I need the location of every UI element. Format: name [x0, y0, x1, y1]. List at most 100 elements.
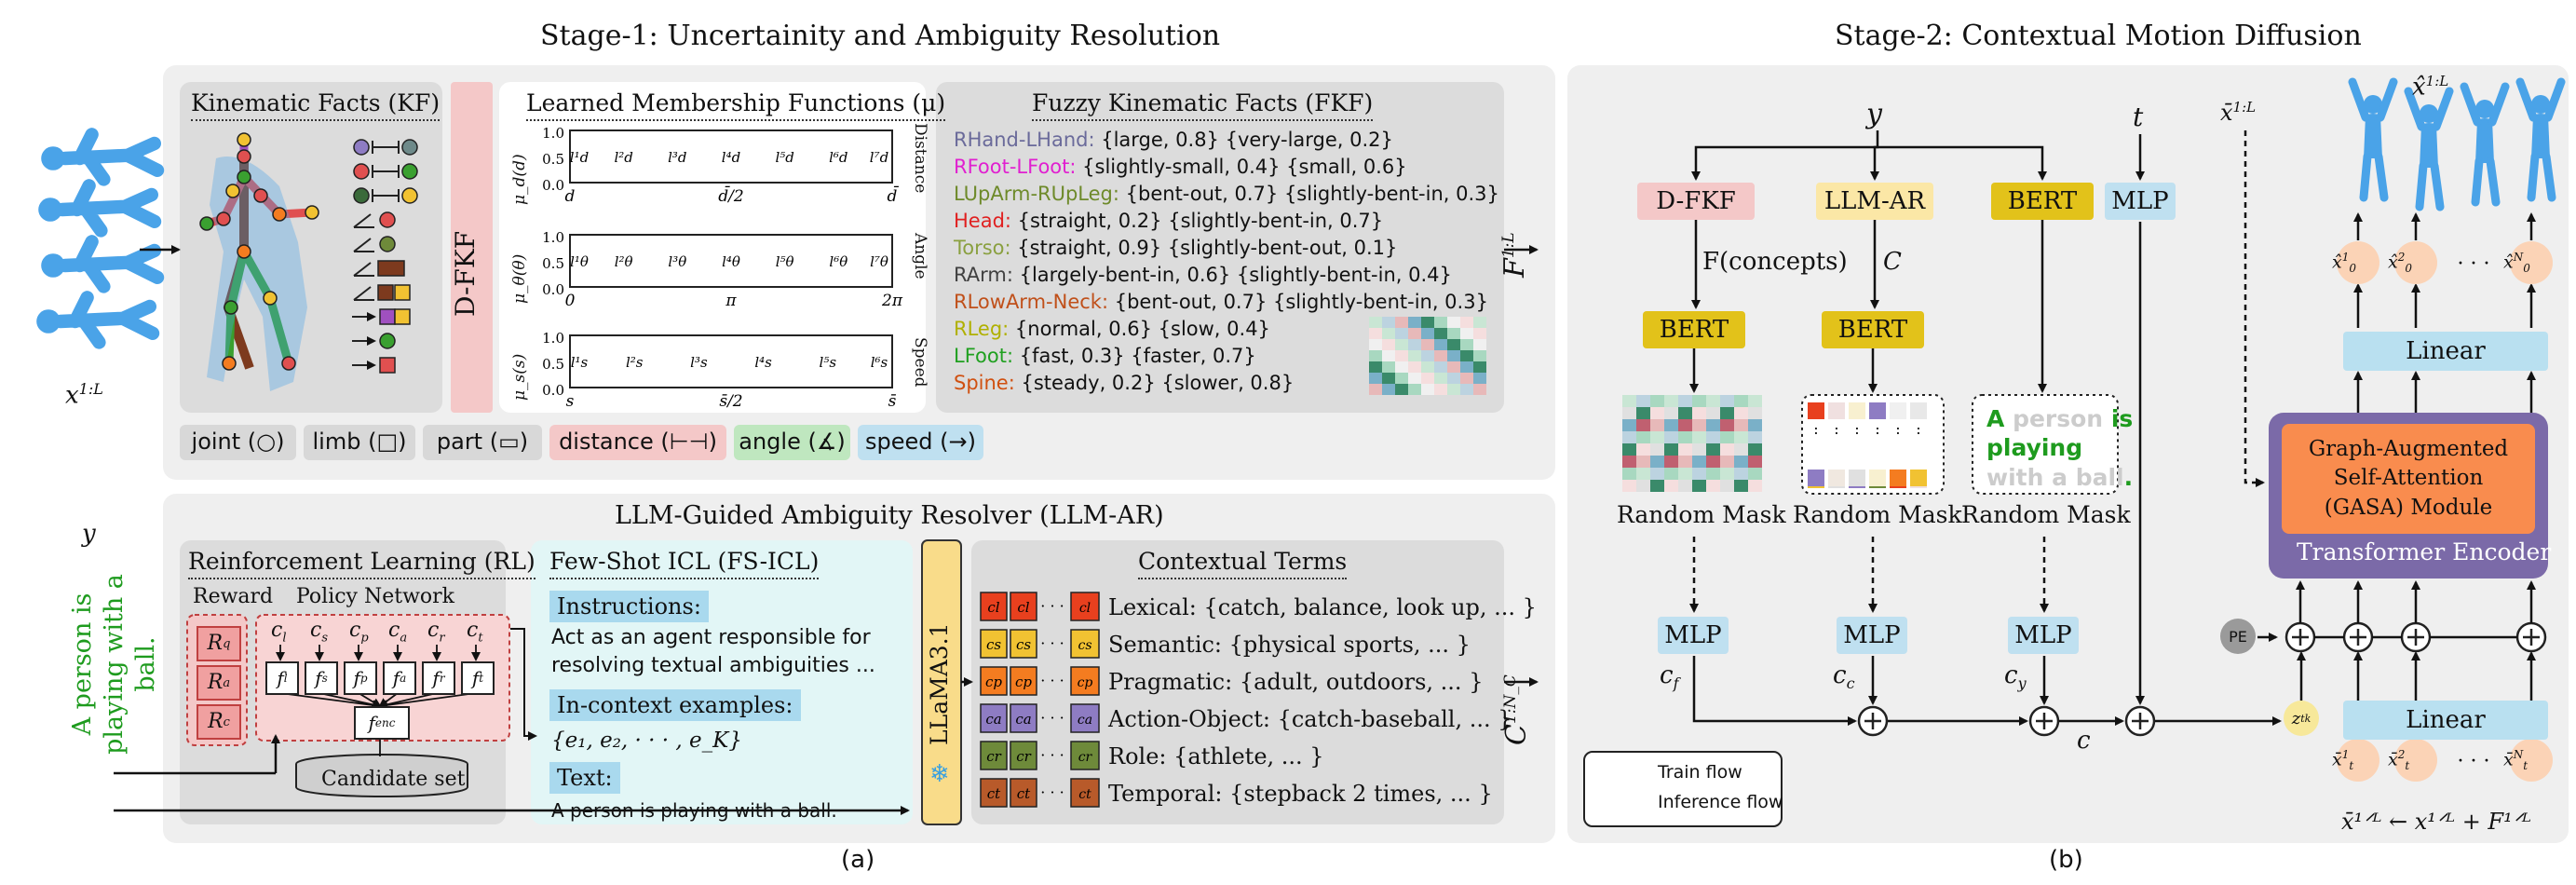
fkf-row-values: {bent-out, 0.7} {slightly-bent-in, 0.3}: [1108, 291, 1488, 313]
policy-to-enc-arrow: [358, 692, 382, 708]
s2-mask-heatmap-cell: [1650, 407, 1664, 419]
s2-mask-heatmap-cell: [1636, 407, 1650, 419]
kf-limb-icon: [394, 284, 411, 301]
s2-mask-heatmap-cell: [1692, 468, 1706, 480]
angle-side: Angle: [911, 233, 929, 279]
fkf-row-part: LFoot:: [954, 345, 1014, 367]
figure-part: [58, 235, 165, 293]
s2-mask-heatmap-cell: [1706, 395, 1720, 407]
fkf-title: Fuzzy Kinematic Facts (FKF): [1032, 89, 1374, 121]
s2-mask-cell: [1869, 402, 1886, 419]
legend-part-bg: [423, 425, 542, 460]
fkf-heatmap-cell: [1460, 328, 1473, 339]
skeleton-joint-5: [216, 211, 231, 226]
s2-mask-heatmap-cell: [1636, 468, 1650, 480]
fkf-heatmap-cell: [1421, 339, 1434, 350]
context-term-box-label: ca: [985, 711, 1001, 728]
context-term-box-label: cr: [1078, 750, 1093, 765]
figure-part: [2404, 87, 2454, 211]
fkf-heatmap-cell: [1369, 339, 1382, 350]
membership-label: l¹s: [571, 354, 589, 371]
s2-mask-heatmap-cell: [1748, 395, 1762, 407]
context-term-row: Lexical: {catch, balance, look up, ... }: [1108, 594, 1537, 620]
s2-mask-heatmap-cell: [1650, 419, 1664, 431]
context-term-box: [1010, 592, 1037, 621]
fkf-heatmap-cell: [1382, 339, 1395, 350]
figure-part: [2531, 114, 2550, 158]
fkf-heatmap-cell: [1395, 328, 1408, 339]
context-term-box-label: cr: [1016, 748, 1031, 765]
legend-joint: joint (○): [191, 429, 285, 455]
context-term-row: Role: {athlete, ... }: [1108, 743, 1324, 769]
figure-part: [2420, 104, 2438, 123]
fkf-heatmap-cell: [1434, 384, 1447, 395]
figure-part: [2348, 77, 2398, 202]
skeleton-joint-13: [253, 188, 268, 203]
figure-part: [58, 128, 165, 186]
s2-mask-heatmap-cell: [1636, 419, 1650, 431]
membership-label: l⁴θ: [722, 253, 740, 270]
s2-mask-heatmap-cell: [1678, 456, 1692, 468]
fkf-row: Head: {straight, 0.2} {slightly-bent-in,…: [954, 210, 1383, 232]
s2-mask-heatmap-cell: [1678, 431, 1692, 443]
legend-speed: speed (→): [865, 429, 976, 455]
fkf-heatmap-cell: [1460, 317, 1473, 328]
skeleton-joint-4: [305, 205, 319, 220]
s2-mask-heatmap-cell: [1706, 480, 1720, 492]
policy-to-enc-arrow: [319, 692, 382, 710]
examples-text: {e₁, e₂, · · · , e_K}: [551, 728, 742, 753]
s2-mask-heatmap-cell: [1706, 443, 1720, 456]
s2-random-mask-2: Random Mask: [1793, 501, 1962, 528]
fkf-row-part: LUpArm-RUpLeg:: [954, 183, 1119, 205]
context-term-box: [980, 666, 1008, 696]
s2-random-mask-1: Random Mask: [1617, 501, 1786, 528]
s2-mask-heatmap-cell: [1622, 431, 1636, 443]
s2-mask-cell: [1808, 402, 1824, 419]
skeleton-joint-6: [199, 216, 214, 231]
s2-mask-heatmap-cell: [1664, 443, 1678, 456]
fkf-heatmap-cell: [1382, 328, 1395, 339]
context-term-box-label: ca: [1015, 711, 1031, 728]
membership-xtick: d̄/2: [718, 184, 743, 206]
fkf-heatmap-cell: [1421, 384, 1434, 395]
xt-token-label: x̄1t: [2332, 748, 2354, 773]
fkf-heatmap-cell: [1421, 361, 1434, 373]
context-term-box: [1070, 629, 1100, 659]
s2-bert-mid-box: BERT: [1822, 311, 1924, 348]
context-term-box: [1070, 778, 1100, 808]
xt-token: [2337, 739, 2379, 782]
examples-tag: In-context examples:: [549, 689, 801, 721]
xbar-to-gasa-arrow: [2244, 130, 2265, 487]
skeleton-joint-11: [222, 356, 237, 371]
s2-llmar-box: LLM-AR: [1816, 183, 1933, 220]
membership-label: l¹d: [570, 149, 589, 166]
plus-icon: [1864, 713, 1881, 729]
s2-mask-heatmap-cell: [1706, 456, 1720, 468]
s2-t: t: [2133, 102, 2144, 132]
context-term-dots: · · ·: [1040, 597, 1064, 615]
plus-icon: [2350, 629, 2366, 646]
membership-label: l²d: [614, 149, 632, 166]
membership-label: l⁷d: [870, 149, 888, 166]
policy-c-label: cl: [271, 619, 287, 646]
cf-to-sum-arrow: [1692, 656, 1857, 726]
s2-mask-heatmap-cell: [1636, 456, 1650, 468]
fkf-row-part: RLeg:: [954, 318, 1010, 340]
s2-mask-heatmap-cell: [1678, 480, 1692, 492]
s2-mask-cell: [1808, 470, 1824, 486]
s2-mask-cell: [1890, 470, 1906, 486]
s2-mask-cell: [1869, 470, 1886, 486]
membership-label: l⁶θ: [829, 253, 847, 270]
distance-side: Distance: [911, 123, 929, 194]
fkf-row-values: {large, 0.8} {very-large, 0.2}: [1094, 129, 1393, 151]
membership-xtick: 2π: [881, 292, 903, 310]
input-motion-figure-0: [41, 128, 165, 186]
context-term-box-label: cl: [1079, 601, 1091, 616]
llama-label: LLaMA3.1: [926, 622, 953, 745]
fkf-heatmap-cell: [1473, 384, 1486, 395]
s2-mask-heatmap-cell: [1678, 419, 1692, 431]
context-term-box: [980, 629, 1008, 659]
